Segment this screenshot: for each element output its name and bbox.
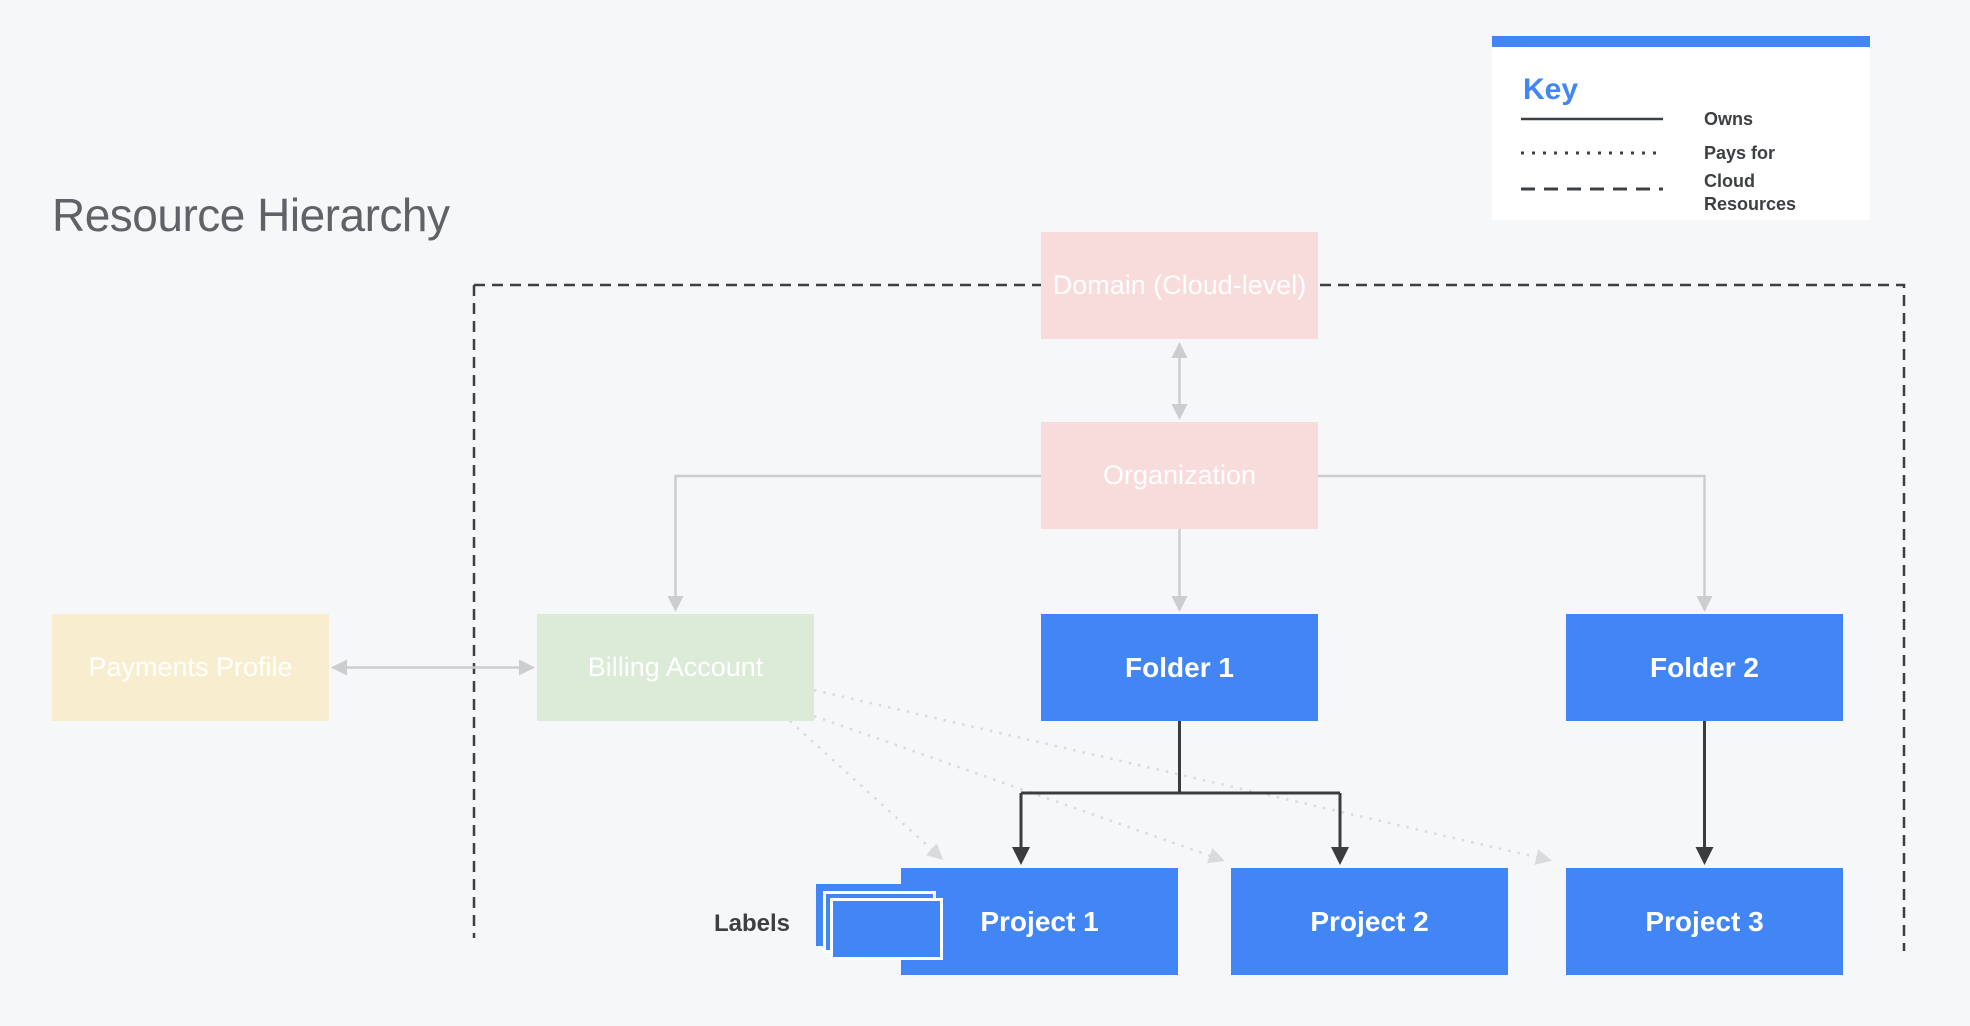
node-organization: Organization	[1041, 422, 1318, 529]
legend-solid-line-icon	[1521, 117, 1663, 121]
node-domain-label: Domain (Cloud-level)	[1052, 270, 1307, 300]
node-folder1-label: Folder 1	[1125, 651, 1234, 683]
node-project3-label: Project 3	[1645, 905, 1764, 937]
label-card-front	[830, 898, 943, 960]
labels-caption: Labels	[713, 910, 790, 937]
legend-dotted-line-icon	[1521, 151, 1663, 155]
legend-accent-bar	[1492, 36, 1870, 47]
node-organization-label: Organization	[1102, 460, 1257, 490]
node-project2-label: Project 2	[1310, 905, 1429, 937]
node-project1-label: Project 1	[980, 905, 1099, 937]
node-payments-profile-label: Payments Profile	[88, 652, 293, 682]
legend-title: Key	[1523, 73, 1579, 106]
node-folder2: Folder 2	[1566, 614, 1843, 721]
legend-dashed-line-icon	[1521, 187, 1663, 191]
legend-label-pays-for: Pays for	[1704, 143, 1776, 163]
node-folder2-label: Folder 2	[1650, 651, 1759, 683]
node-folder1: Folder 1	[1041, 614, 1318, 721]
node-project2: Project 2	[1231, 868, 1508, 975]
edge-billing-pays-project3	[813, 688, 1552, 865]
node-billing-account-label: Billing Account	[587, 652, 764, 682]
node-billing-account: Billing Account	[537, 614, 814, 721]
node-payments-profile: Payments Profile	[52, 614, 329, 721]
edge-billing-pays-project1	[789, 720, 944, 861]
node-project1: Project 1	[901, 868, 1178, 975]
edge-organization-folder2	[1318, 474, 1713, 612]
legend-label-owns: Owns	[1704, 109, 1754, 129]
stacked-labels-icon	[816, 884, 944, 961]
edge-organization-billing-account	[667, 474, 1041, 612]
legend-panel: Key Owns Pays for Cloud Resources	[1492, 36, 1870, 220]
cloud-resources-boundary	[472, 283, 1906, 951]
node-domain: Domain (Cloud-level)	[1041, 232, 1318, 339]
node-project3: Project 3	[1566, 868, 1843, 975]
legend-label-cloud-resources: Cloud Resources	[1704, 171, 1797, 214]
page-title: Resource Hierarchy	[52, 189, 450, 241]
